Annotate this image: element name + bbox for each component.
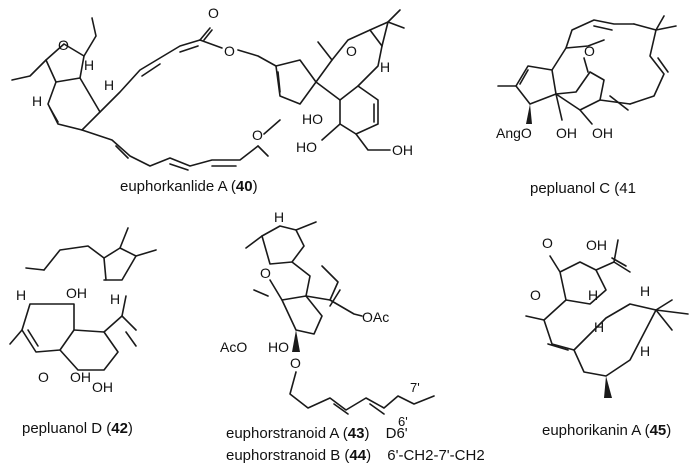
atom-h-43a: H (274, 209, 284, 225)
atom-h-4: H (380, 59, 390, 75)
caption-note: 6'-CH2-7'-CH2 (387, 447, 485, 464)
caption-name: pepluanol C (41 (530, 180, 636, 197)
atom-ho-1: HO (302, 111, 323, 127)
atom-o-45a: O (542, 235, 553, 251)
atom-o-ester2: O (252, 127, 263, 143)
atom-h-1: H (84, 57, 94, 73)
structure-pepluanol-c: O AngO OH OH (496, 15, 677, 141)
caption-euphorstranoid-a: euphorstranoid A (43) D6' (226, 425, 408, 442)
atom-ho-2: HO (296, 139, 317, 155)
caption-name: euphorstranoid A ( (226, 425, 348, 442)
atom-oh-42b: OH (70, 369, 91, 385)
atom-o-41: O (584, 43, 595, 59)
atom-o-43b: O (290, 355, 301, 371)
atom-h-45c: H (594, 319, 604, 335)
caption-close: ) (666, 422, 672, 439)
caption-name: euphorikanin A ( (542, 422, 650, 439)
structure-euphorikanin-a: O OH O H H H H (525, 235, 689, 398)
atom-ho-43: HO (268, 339, 289, 355)
atom-oh-1: OH (392, 142, 413, 158)
atom-o-45b: O (530, 287, 541, 303)
atom-oh-42a: OH (66, 285, 87, 301)
caption-euphorikanin-a: euphorikanin A (45) (542, 422, 671, 439)
caption-name: euphorstranoid B ( (226, 447, 350, 464)
structure-pepluanol-d: H OH H O OH OH (9, 227, 157, 395)
caption-name: euphorkanlide A ( (120, 178, 236, 195)
structure-euphorstranoid: H O OAc AcO HO O 7' 6' (220, 209, 435, 429)
atom-oac: OAc (362, 309, 389, 325)
atom-oh-41a: OH (556, 125, 577, 141)
atom-o-ketone: O (346, 43, 357, 59)
atom-h-42a: H (16, 287, 26, 303)
caption-euphorstranoid-b: euphorstranoid B (44) 6'-CH2-7'-CH2 (226, 447, 485, 464)
atom-o-42: O (38, 369, 49, 385)
atom-h-3: H (104, 77, 114, 93)
compound-number: 45 (649, 422, 667, 439)
atom-o-ester: O (224, 43, 235, 59)
compound-number: 44 (349, 447, 367, 464)
atom-o: O (58, 37, 69, 53)
atom-oh-41b: OH (592, 125, 613, 141)
caption-close: ) (252, 178, 258, 195)
structure-euphorkanlide-a: O H H H O O O O (11, 5, 413, 171)
atom-o-carbonyl: O (208, 5, 219, 21)
caption-pepluanol-c: pepluanol C (41 (530, 180, 636, 197)
compound-number: 40 (235, 178, 253, 195)
atom-7-prime: 7' (410, 380, 420, 395)
caption-close: ) (127, 420, 133, 437)
caption-pepluanol-d: pepluanol D (42) (22, 420, 133, 437)
caption-note: D6' (385, 425, 408, 442)
caption-close: ) (364, 425, 370, 442)
atom-h-45d: H (640, 343, 650, 359)
atom-aco: AcO (220, 339, 247, 355)
atom-h-45a: H (588, 287, 598, 303)
atom-o-43: O (260, 265, 271, 281)
compound-number: 42 (111, 420, 128, 437)
atom-h-2: H (32, 93, 42, 109)
atom-oh-42c: OH (92, 379, 113, 395)
atom-6-prime: 6' (398, 414, 408, 429)
atom-ango: AngO (496, 125, 532, 141)
caption-euphorkanlide-a: euphorkanlide A (40) (120, 178, 258, 195)
atom-h-45b: H (640, 283, 650, 299)
atom-oh-45: OH (586, 237, 607, 253)
atom-h-42b: H (110, 291, 120, 307)
compound-number: 43 (347, 425, 365, 442)
caption-close: ) (366, 447, 372, 464)
caption-name: pepluanol D ( (22, 420, 112, 437)
